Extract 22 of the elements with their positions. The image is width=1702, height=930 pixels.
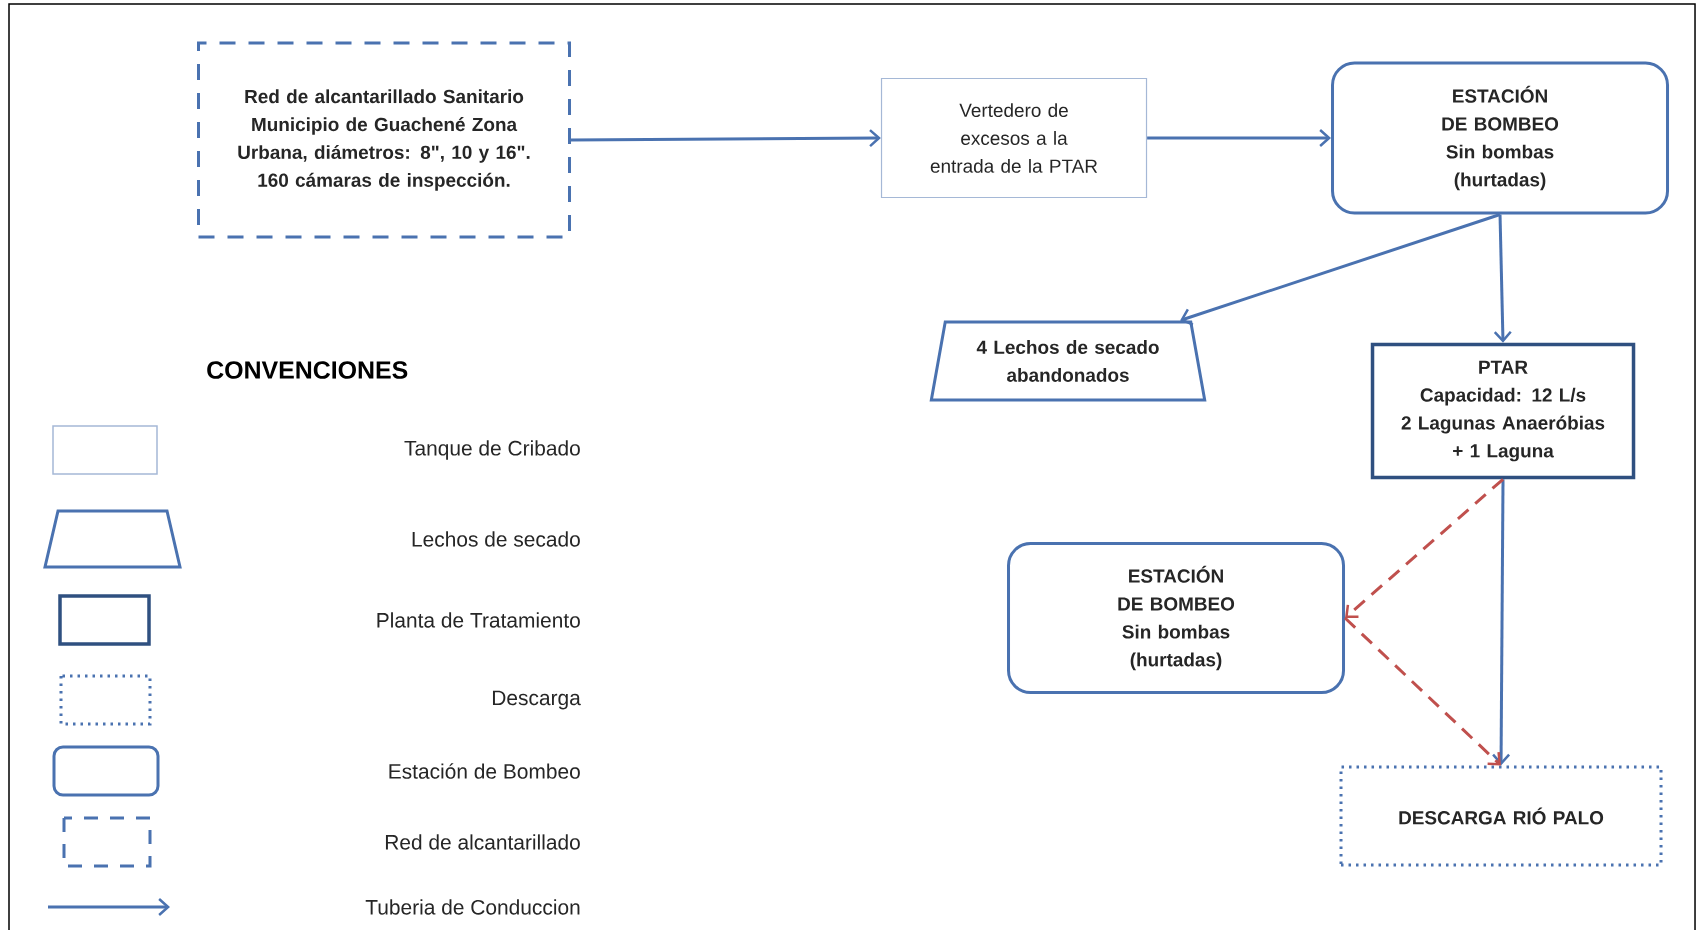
station-box: ESTACIÓN DE BOMBEO Sin bombas (hurtadas) [1007,542,1345,694]
plant-box: PTAR Capacidad: 12 L/s 2 Lagunas Anaeróbias + 1 Laguna [1370,342,1636,480]
trapezoid-box: 4 Lechos de secado abandonados [929,320,1207,402]
arrow [1344,616,1501,766]
arrow [1493,214,1512,343]
arrow [1180,213,1501,326]
arrow [1345,478,1504,619]
legend-label: Red de alcantarillado [385,834,580,850]
legend-label: Lechos de secado [412,531,580,547]
arrow [1492,479,1511,766]
legend-label: Planta de Tratamiento [377,612,580,628]
arrow [1147,129,1331,147]
legend-label: Descarga [493,690,581,710]
legend-label: Tuberia de Conduccion [365,899,580,915]
discharge-box: DESCARGA RIÓ PALO [1339,765,1663,867]
process-box: Vertedero de excesos a la entrada de la PTAR [880,77,1148,199]
legend-heading: CONVENCIONES [207,361,408,379]
arrow [571,129,881,147]
legend-label: Tanque de Cribado [404,440,580,460]
network-box: Red de alcantarillado Sanitario Municipio de Guachené Zona Urbana, diámetros: 8", 10 y 16". 160 cámaras de inspección. [197,41,571,239]
station-box: ESTACIÓN DE BOMBEO Sin bombas (hurtadas) [1331,61,1669,215]
legend-label: Estación de Bombeo [389,763,580,779]
